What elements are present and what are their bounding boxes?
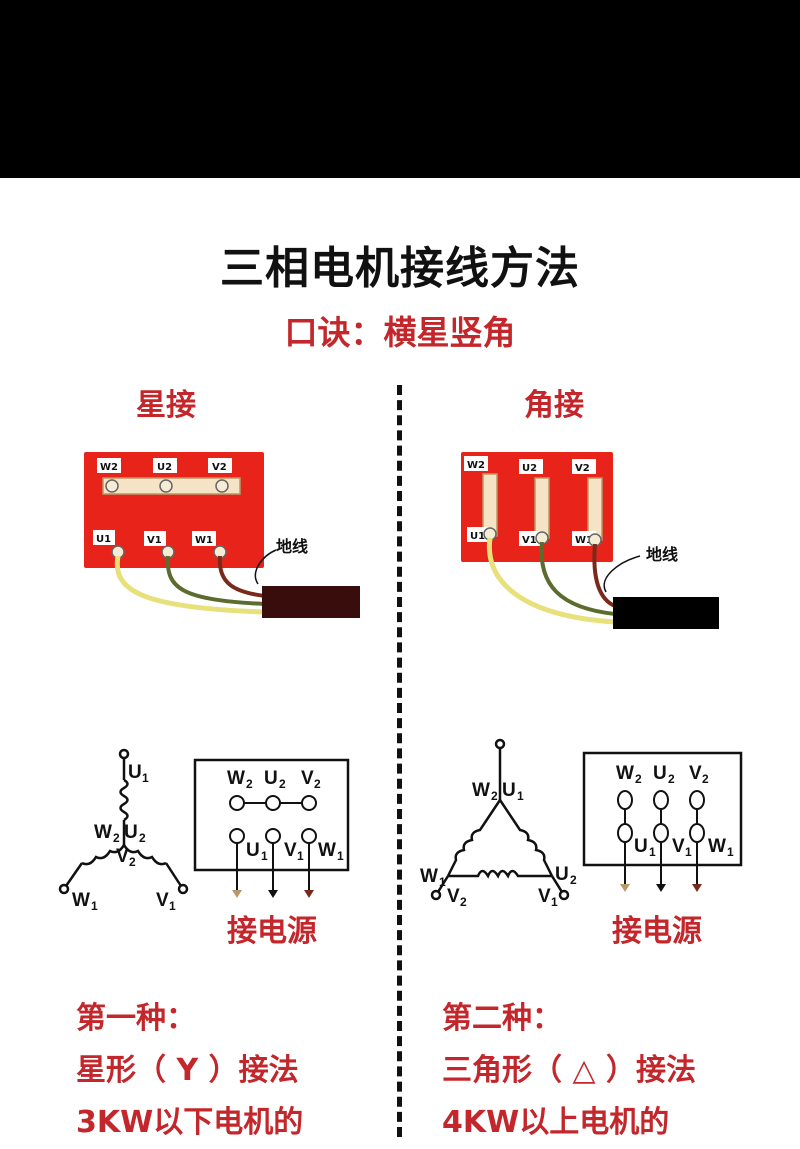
svg-text:1: 1	[439, 875, 446, 889]
star-terminal-w1: W1	[195, 535, 213, 546]
svg-text:W: W	[472, 780, 490, 801]
svg-text:U: U	[502, 780, 516, 801]
star-schematic	[58, 748, 189, 895]
svg-text:U: U	[634, 836, 648, 857]
svg-text:2: 2	[113, 831, 120, 845]
svg-text:2: 2	[491, 789, 498, 803]
svg-text:2: 2	[635, 772, 642, 786]
star-desc-line-3: 3KW以下电机的	[76, 1105, 304, 1140]
star-description: 第一种： 星形（ Y ）接法 3KW以下电机的	[76, 993, 303, 1149]
svg-text:1: 1	[169, 899, 176, 913]
delta-terminal-v2: V2	[575, 463, 590, 474]
delta-terminal-w1: W1	[575, 535, 593, 546]
svg-text:1: 1	[261, 849, 268, 863]
delta-desc-line-2: 三角形（ △ ）接法	[442, 1053, 696, 1088]
svg-text:V: V	[538, 886, 551, 907]
delta-terminal-board: W2 U2 V2 U1 V1 W1 地线	[461, 452, 719, 629]
svg-text:1: 1	[142, 771, 149, 785]
delta-description: 第二种： 三角形（ △ ）接法 4KW以上电机的	[442, 993, 696, 1149]
svg-text:2: 2	[314, 777, 321, 791]
svg-text:U: U	[653, 763, 667, 784]
svg-text:1: 1	[337, 849, 344, 863]
dashed-divider	[397, 385, 402, 1137]
svg-text:W: W	[420, 866, 438, 887]
star-terminal-board: W2 U2 V2 U1 V1 W1 地线	[84, 452, 360, 618]
svg-text:1: 1	[91, 899, 98, 913]
star-terminal-v2: V2	[212, 462, 227, 473]
svg-text:V: V	[284, 840, 297, 861]
star-desc-line-2: 星形（ Y ）接法	[76, 1053, 299, 1088]
delta-desc-line-1: 第二种：	[442, 1001, 562, 1036]
svg-text:U: U	[124, 822, 138, 843]
svg-text:V: V	[301, 768, 314, 789]
svg-text:2: 2	[139, 831, 146, 845]
delta-schematic	[430, 738, 570, 901]
svg-text:V: V	[447, 886, 460, 907]
delta-power-label: 接电源	[612, 914, 702, 949]
svg-text:U: U	[264, 768, 278, 789]
star-ground-label: 地线	[276, 537, 308, 556]
svg-text:2: 2	[129, 855, 136, 869]
svg-text:V: V	[689, 763, 702, 784]
svg-text:2: 2	[702, 772, 709, 786]
delta-terminal-u2: U2	[522, 463, 537, 474]
star-power-label: 接电源	[227, 914, 317, 949]
svg-text:1: 1	[297, 849, 304, 863]
star-desc-line-1: 第一种：	[76, 1001, 196, 1036]
svg-text:V: V	[116, 846, 129, 867]
star-terminal-v1: V1	[147, 535, 162, 546]
svg-text:1: 1	[517, 789, 524, 803]
svg-text:2: 2	[570, 873, 577, 887]
svg-text:U: U	[246, 840, 260, 861]
star-heading: 星接	[136, 388, 196, 423]
delta-terminal-u1: U1	[470, 531, 485, 542]
delta-desc-line-3: 4KW以上电机的	[442, 1105, 670, 1140]
svg-text:2: 2	[668, 772, 675, 786]
star-terminal-w2: W2	[100, 462, 118, 473]
mnemonic-subtitle: 口诀：横星竖角	[284, 313, 516, 352]
svg-text:W: W	[94, 822, 112, 843]
svg-text:W: W	[72, 890, 90, 911]
svg-text:2: 2	[246, 777, 253, 791]
svg-text:U: U	[555, 864, 569, 885]
svg-text:1: 1	[649, 845, 656, 859]
svg-text:1: 1	[727, 845, 734, 859]
top-black-bar	[0, 0, 800, 178]
svg-text:W: W	[616, 763, 634, 784]
delta-ground-label: 地线	[646, 545, 678, 564]
svg-text:W: W	[708, 836, 726, 857]
svg-text:2: 2	[279, 777, 286, 791]
svg-text:1: 1	[551, 895, 558, 909]
delta-terminal-w2: W2	[467, 460, 485, 471]
svg-text:2: 2	[460, 895, 467, 909]
star-terminal-u1: U1	[96, 534, 111, 545]
page-title: 三相电机接线方法	[220, 243, 580, 294]
delta-terminal-v1: V1	[522, 535, 537, 546]
svg-text:W: W	[227, 768, 245, 789]
svg-text:V: V	[672, 836, 685, 857]
svg-text:V: V	[156, 890, 169, 911]
svg-text:U: U	[128, 762, 142, 783]
delta-heading: 角接	[524, 388, 584, 423]
svg-text:W: W	[318, 840, 336, 861]
star-terminal-u2: U2	[157, 462, 172, 473]
svg-text:1: 1	[685, 845, 692, 859]
